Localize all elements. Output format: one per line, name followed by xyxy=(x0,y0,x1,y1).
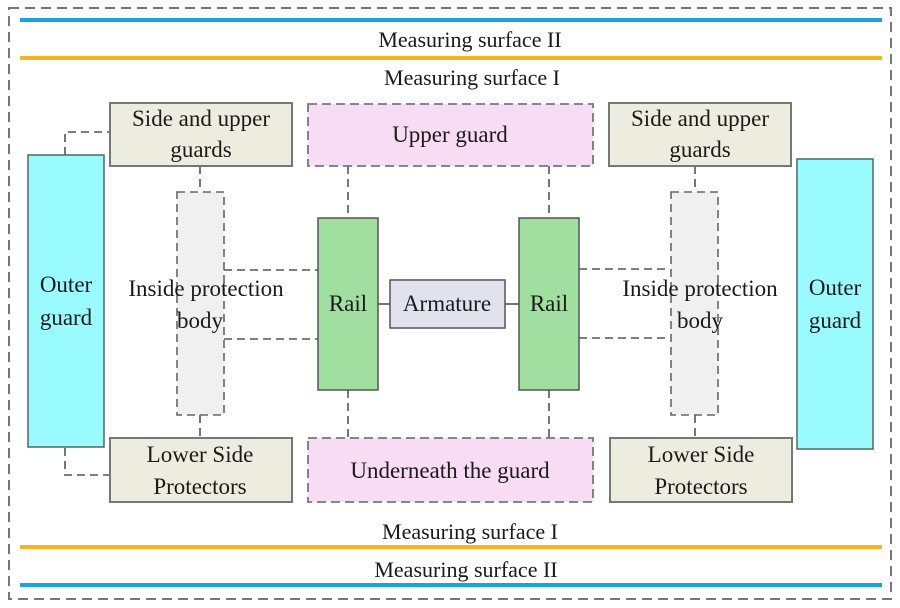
svg-text:Protectors: Protectors xyxy=(654,474,747,499)
svg-text:Inside protection: Inside protection xyxy=(622,276,778,301)
svg-text:Protectors: Protectors xyxy=(153,474,246,499)
svg-text:Outer: Outer xyxy=(40,272,93,297)
upper-guard: Upper guard xyxy=(307,103,594,167)
svg-text:Rail: Rail xyxy=(329,291,367,316)
measuring-surface-II-top-label: Measuring surface II xyxy=(378,27,561,52)
left-outer-guard: Outer guard xyxy=(27,154,105,448)
right-inside-protection-body: Inside protection body xyxy=(622,191,778,416)
left-side-upper-guards: Side and upper guards xyxy=(109,102,293,167)
svg-text:Lower Side: Lower Side xyxy=(648,442,755,467)
svg-text:Side and upper: Side and upper xyxy=(631,106,769,131)
armature: Armature xyxy=(389,279,506,329)
measuring-surface-I-top-label: Measuring surface I xyxy=(384,65,560,90)
left-lower-side-protectors: Lower Side Protectors xyxy=(109,437,293,503)
svg-text:body: body xyxy=(677,308,724,333)
svg-text:body: body xyxy=(177,308,224,333)
left-rail: Rail xyxy=(317,217,379,391)
svg-text:Upper guard: Upper guard xyxy=(392,122,508,147)
right-rail: Rail xyxy=(518,217,580,391)
right-outer-guard: Outer guard xyxy=(796,158,874,450)
svg-text:Armature: Armature xyxy=(403,291,491,316)
svg-text:Inside protection: Inside protection xyxy=(128,276,284,301)
right-lower-side-protectors: Lower Side Protectors xyxy=(609,437,793,503)
measuring-surface-II-bottom-label: Measuring surface II xyxy=(374,557,557,582)
svg-text:Rail: Rail xyxy=(530,291,568,316)
right-side-upper-guards: Side and upper guards xyxy=(608,102,792,167)
measuring-surface-I-bottom-label: Measuring surface I xyxy=(382,519,558,544)
outer-frame xyxy=(8,7,892,600)
svg-text:guards: guards xyxy=(170,137,231,162)
svg-text:guards: guards xyxy=(669,137,730,162)
underneath-guard: Underneath the guard xyxy=(307,437,594,503)
svg-text:Side and upper: Side and upper xyxy=(132,106,270,131)
left-inside-protection-body: Inside protection body xyxy=(128,191,284,416)
right-connectors xyxy=(548,166,696,438)
svg-text:guard: guard xyxy=(809,308,862,333)
svg-text:Outer: Outer xyxy=(809,275,862,300)
left-connectors xyxy=(64,131,349,476)
svg-text:guard: guard xyxy=(40,305,93,330)
svg-text:Lower Side: Lower Side xyxy=(147,442,254,467)
svg-text:Underneath the guard: Underneath the guard xyxy=(350,458,550,483)
